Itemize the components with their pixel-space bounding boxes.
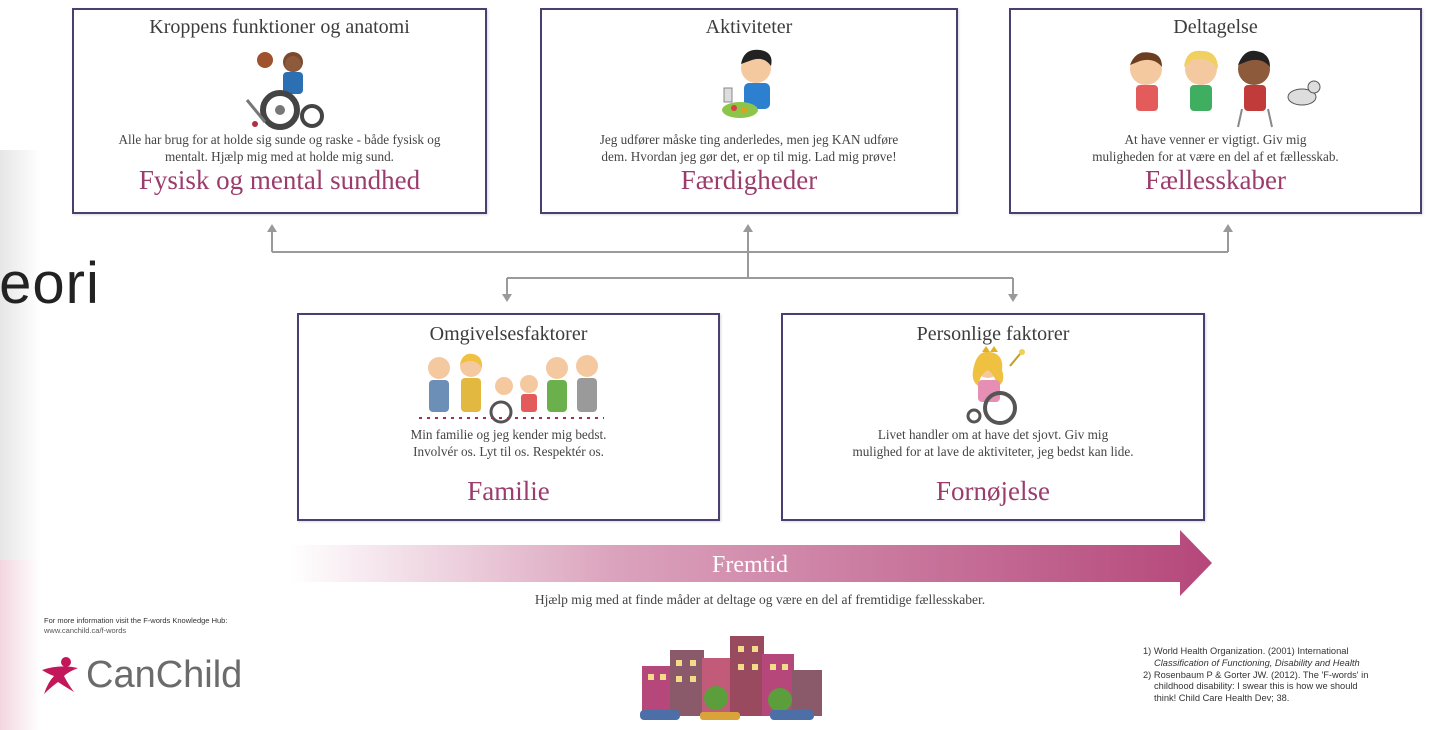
children-playing-illustration <box>1011 39 1420 131</box>
box-title: Personlige faktorer <box>916 323 1070 345</box>
reference-line: 1) World Health Organization. (2001) Int… <box>1143 646 1349 656</box>
description-line: Jeg udfører måske ting anderledes, men j… <box>599 132 899 147</box>
box-description: Jeg udfører måske ting anderledes, men j… <box>542 131 956 165</box>
arrowhead-down-personal <box>1008 294 1018 302</box>
slide-title-fragment: teori <box>0 251 100 316</box>
description-line: mentalt. Hjælp mig med at holde mig sund… <box>165 149 394 164</box>
description-line: Livet handler om at have det sjovt. Giv … <box>877 427 1109 442</box>
box-description: Alle har brug for at holde sig sunde og … <box>74 131 485 165</box>
arrowhead-up-participation <box>1223 224 1233 232</box>
arrowhead-up-body <box>267 224 277 232</box>
reference-line: Classification of Functioning, Disabilit… <box>1154 657 1360 668</box>
box-personal-factors: Personlige faktorer Livet handler om at … <box>781 313 1205 521</box>
city-illustration <box>620 628 860 729</box>
description-line: muligheden for at være en del af et fæll… <box>1092 149 1339 164</box>
box-title: Kroppens funktioner og anatomi <box>149 16 410 38</box>
description-line: Min familie og jeg kender mig bedst. <box>410 427 607 442</box>
f-word-label: Familie <box>467 476 550 506</box>
canchild-logo: CanChild <box>38 654 242 697</box>
box-description: Livet handler om at have det sjovt. Giv … <box>783 426 1203 466</box>
box-title: Aktiviteter <box>705 16 793 38</box>
princess-wheelchair-illustration <box>783 346 1203 426</box>
wheelchair-child-illustration <box>74 39 485 131</box>
box-environmental-factors: Omgivelsesfaktorer Min familie og jeg ke… <box>297 313 720 521</box>
family-illustration <box>299 346 718 426</box>
future-label: Fremtid <box>712 552 788 578</box>
background-strip-pink <box>0 560 40 730</box>
box-participation: Deltagelse At have venner er vigtigt. Gi… <box>1009 8 1422 214</box>
box-title: Omgivelsesfaktorer <box>429 323 588 345</box>
background-strip-grey <box>0 150 40 570</box>
future-description: Hjælp mig med at finde måder at deltage … <box>534 592 986 607</box>
info-line: For more information visit the F-words K… <box>44 616 228 625</box>
info-url-link[interactable]: www.canchild.ca/f-words <box>44 626 127 635</box>
f-word-label: Færdigheder <box>680 165 818 195</box>
description-line: Alle har brug for at holde sig sunde og … <box>118 132 441 147</box>
description-line: Involvér os. Lyt til os. Respektér os. <box>413 444 604 459</box>
logo-text: CanChild <box>86 654 243 696</box>
arrowhead-down-environment <box>502 294 512 302</box>
reference-line: childhood disability: I swear this is ho… <box>1154 681 1358 692</box>
canchild-figure-icon <box>42 656 78 694</box>
child-eating-illustration <box>542 39 956 131</box>
box-body-functions: Kroppens funktioner og anatomi Alle har … <box>72 8 487 214</box>
f-word-label: Fornøjelse <box>936 476 1050 506</box>
description-line: mulighed for at lave de aktiviteter, jeg… <box>852 444 1134 459</box>
box-activities: Aktiviteter Jeg udfører måske ting ander… <box>540 8 958 214</box>
future-arrow <box>290 530 1212 596</box>
box-title: Deltagelse <box>1173 16 1258 38</box>
description-line: At have venner er vigtigt. Giv mig <box>1124 132 1307 147</box>
box-description: Min familie og jeg kender mig bedst. Inv… <box>299 426 718 466</box>
reference-line: 2) Rosenbaum P & Gorter JW. (2012). The … <box>1143 669 1369 680</box>
f-word-label: Fællesskaber <box>1145 165 1286 195</box>
references: 1) World Health Organization. (2001) Int… <box>1143 646 1433 705</box>
arrowhead-up-activity <box>743 224 753 232</box>
description-line: dem. Hvordan jeg gør det, er op til mig.… <box>601 149 897 164</box>
box-description: At have venner er vigtigt. Giv mig mulig… <box>1011 131 1420 165</box>
reference-line: think! Child Care Health Dev; 38. <box>1154 693 1290 704</box>
f-word-label: Fysisk og mental sundhed <box>138 165 421 195</box>
info-text: For more information visit the F-words K… <box>44 616 227 636</box>
